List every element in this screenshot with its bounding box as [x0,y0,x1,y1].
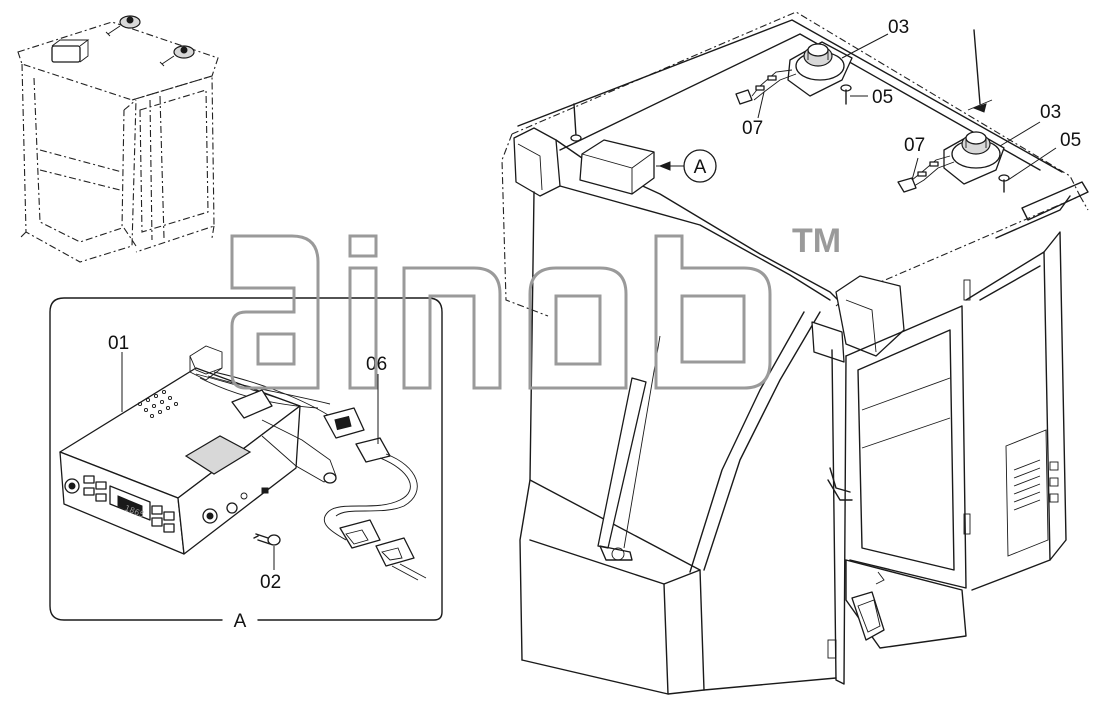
speaker-lower [943,131,1005,185]
speaker-upper [787,41,853,97]
main-cab [501,11,1089,695]
label-02: 02 [260,572,281,593]
view-ref-circle [683,149,717,183]
right-antenna [973,29,981,105]
label-05-lower: 05 [1060,130,1081,151]
bolt-lower [998,174,1010,193]
label-05-upper: 05 [872,87,893,108]
bolt-upper [840,84,852,105]
label-07-lower: 07 [904,135,925,156]
label-03-upper: 03 [888,17,909,38]
connector-lower [897,155,955,193]
label-07-upper: 07 [742,118,763,139]
view-ref-label: A [694,157,707,178]
label-01: 01 [108,333,129,354]
label-03-lower: 03 [1040,102,1061,123]
side-vent [1005,429,1059,557]
left-antenna [573,103,577,137]
radio-location-box [579,139,655,195]
overview-cab [17,15,219,263]
overview-radio-box [51,45,81,63]
radio-wiring [189,345,365,484]
connector-upper [735,69,797,105]
watermark-logo: TM [230,222,841,390]
harness [323,437,427,581]
watermark-tm: TM [792,222,841,260]
detail-box-label: A [234,611,247,632]
detail-box-frame [49,297,443,621]
screw [253,533,281,546]
